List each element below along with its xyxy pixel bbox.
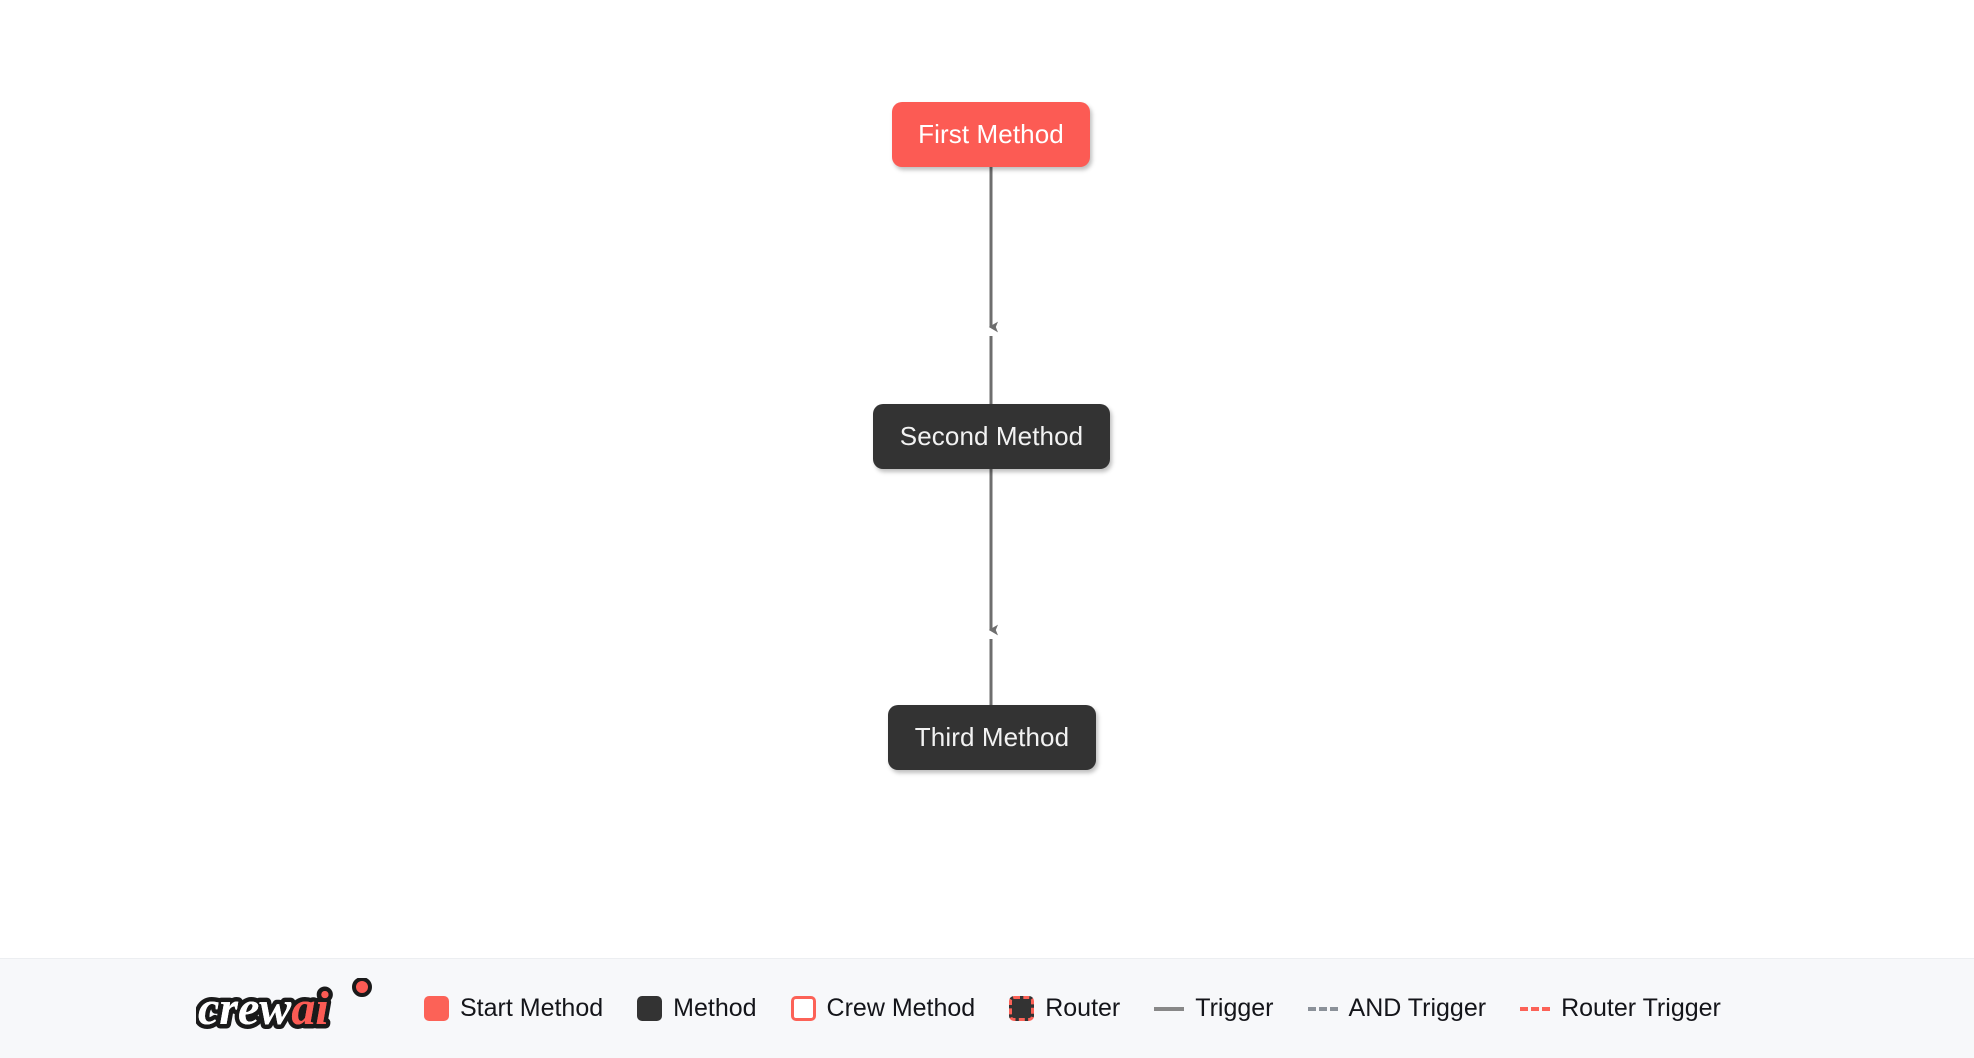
flow-node-label: Second Method [899,421,1084,451]
legend-item-and-trigger[interactable]: AND Trigger [1307,994,1487,1022]
logo-text-crew: crew [198,982,292,1035]
flow-canvas[interactable]: First Method Second Method Third Method [0,0,1974,958]
start-method-swatch-icon [424,996,449,1021]
legend-item-router-trigger[interactable]: Router Trigger [1520,996,1721,1021]
crew-method-swatch-icon [790,996,816,1021]
crewai-logo: crewai crew crewai crewai [196,977,378,1040]
and-trigger-line-icon [1307,1006,1338,1011]
logo-text-outline: crewai [198,982,329,1035]
legend-label: Crew Method [826,994,976,1022]
logo-dot-icon [352,977,372,997]
trigger-line-icon [1154,1006,1185,1011]
flow-node-second-method[interactable]: Second Method [873,404,1110,469]
legend-item-router[interactable]: Router [1009,996,1120,1021]
legend-item-trigger[interactable]: Trigger [1154,994,1274,1022]
legend-label: Router [1045,994,1121,1022]
router-swatch-icon [1009,996,1035,1021]
logo-text-spacer: crewai [198,982,329,1035]
legend-label: AND Trigger [1348,994,1487,1022]
legend-label: Router Trigger [1561,994,1721,1022]
legend-items: Start Method Method Crew Method Router T… [424,996,1721,1021]
legend-item-start-method[interactable]: Start Method [424,996,603,1021]
router-trigger-line-icon [1520,1006,1551,1011]
method-swatch-icon [637,996,663,1021]
logo-text-fill: crewai [198,982,329,1035]
legend-item-method[interactable]: Method [637,994,757,1022]
legend-item-crew-method[interactable]: Crew Method [790,994,976,1022]
legend-label: Trigger [1195,994,1274,1022]
flow-node-label: Third Method [914,722,1070,752]
legend-label: Method [673,994,757,1022]
legend-bar: crewai crew crewai crewai Start Method M… [0,958,1974,1058]
flow-node-first-method[interactable]: First Method [892,102,1090,167]
legend-label: Start Method [460,994,604,1022]
flow-node-label: First Method [918,119,1064,149]
flow-node-third-method[interactable]: Third Method [888,705,1096,770]
